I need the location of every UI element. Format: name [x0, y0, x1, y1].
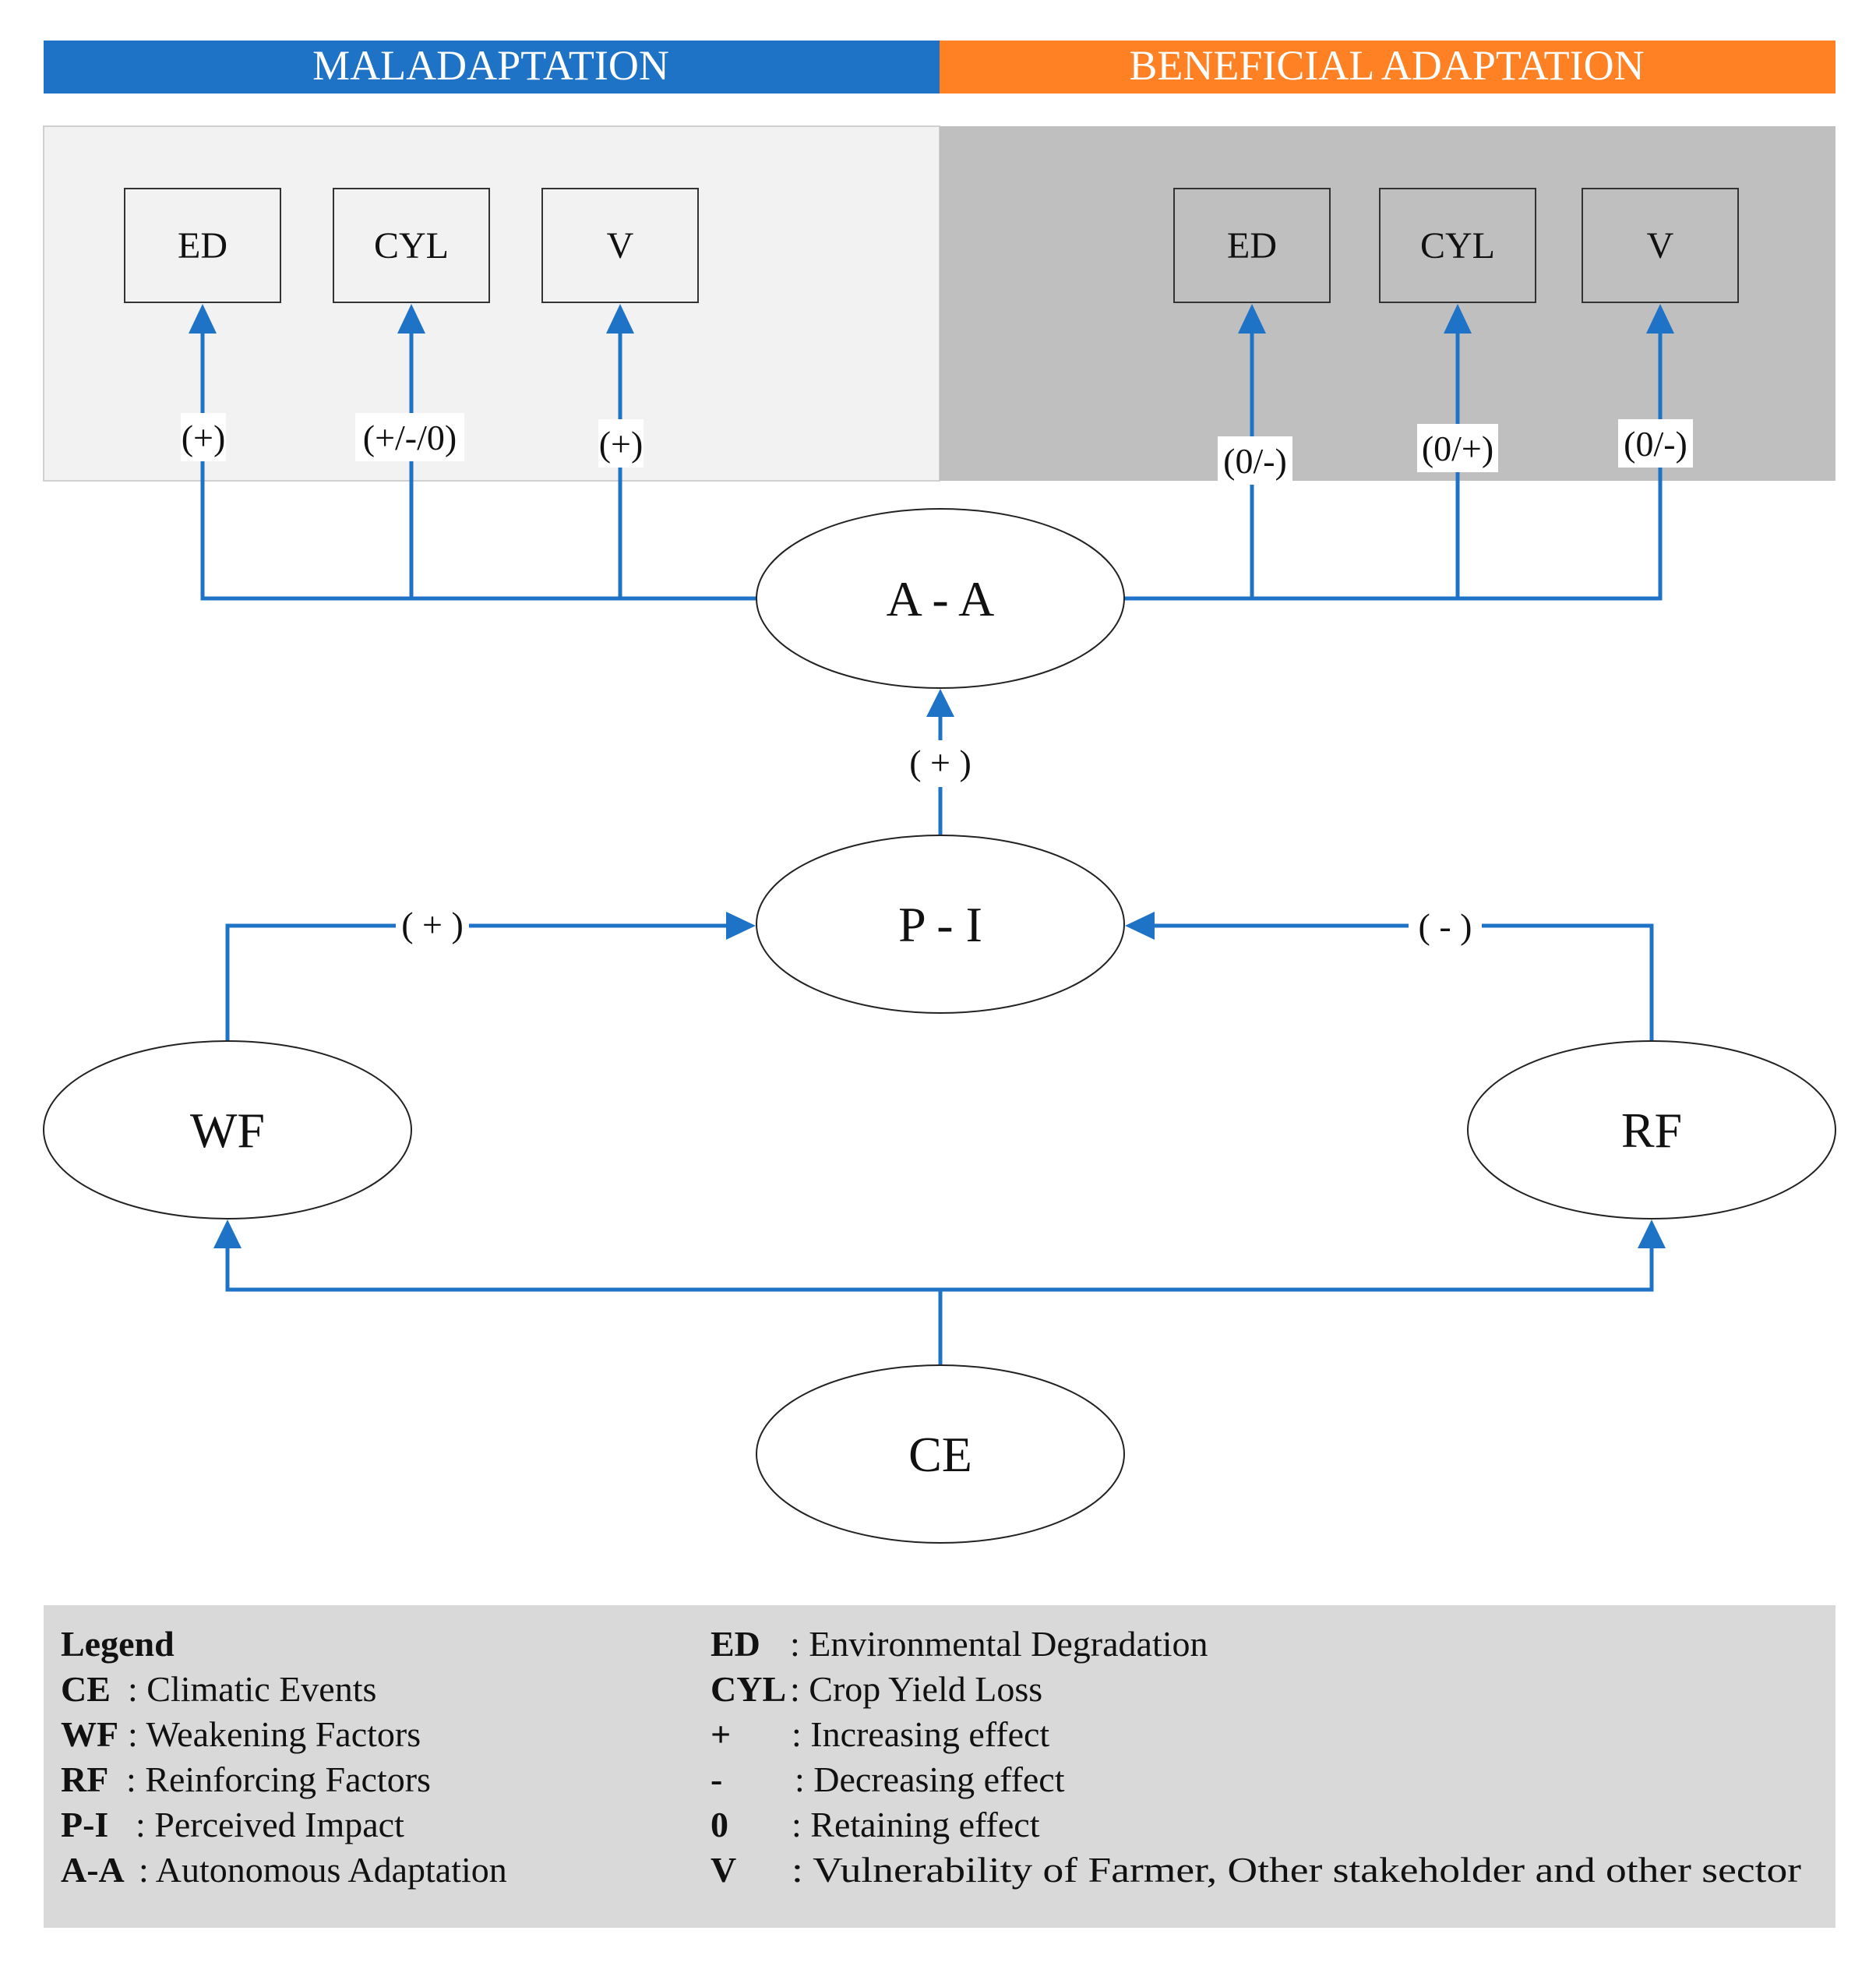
- node-rf-label: RF: [1621, 1103, 1682, 1158]
- edge-label-right-v: (0/-): [1624, 424, 1687, 464]
- beneficial-adaptation-banner: [940, 41, 1835, 94]
- node-ce: [756, 1364, 1125, 1544]
- legend-left-desc-2: : Reinforcing Factors: [126, 1759, 431, 1799]
- arrow-right-v: [1646, 304, 1674, 334]
- legend-left-key-0: CE: [61, 1669, 111, 1709]
- node-rf: [1467, 1040, 1836, 1219]
- arrow-left-ed: [189, 304, 217, 334]
- maladaptation-label: MALADAPTATION: [312, 42, 669, 89]
- beneficial-adaptation-label: BENEFICIAL ADAPTATION: [1129, 42, 1644, 89]
- legend-left-key-3: P-I: [61, 1805, 108, 1844]
- arrow-right-ed: [1238, 304, 1266, 334]
- legend-right-desc-0: : Environmental Degradation: [790, 1624, 1208, 1664]
- edge-label-wf-to-pi: ( + ): [401, 905, 464, 944]
- right-box-ed-label: ED: [1227, 225, 1277, 266]
- left-box-ed-label: ED: [178, 225, 227, 266]
- node-wf: [43, 1040, 412, 1219]
- ce-to-rf-line: [940, 1244, 1654, 1292]
- edge-label-rf-to-pi: ( - ): [1419, 906, 1472, 946]
- legend-right-key-1: CYL: [711, 1669, 786, 1709]
- node-wf-label: WF: [190, 1103, 265, 1158]
- node-ce-label: CE: [908, 1427, 972, 1482]
- legend-right-key-5: V: [711, 1850, 736, 1890]
- arrow-wf-to-pi: [726, 912, 756, 940]
- arrow-pi-to-aa: [926, 689, 954, 717]
- label-bg-wf-to-pi: [396, 902, 469, 949]
- ce-to-wf-line: [225, 1244, 940, 1292]
- left-box-v: [541, 188, 699, 303]
- label-bg-left-v: [598, 419, 644, 468]
- legend-right-desc-2: : Increasing effect: [792, 1714, 1049, 1754]
- legend-right-desc-4: : Retaining effect: [792, 1805, 1040, 1844]
- label-bg-pi-to-aa: [904, 740, 977, 787]
- legend-left-desc-0: : Climatic Events: [128, 1669, 376, 1709]
- legend-left-key-1: WF: [61, 1714, 118, 1754]
- maladaptation-banner: [44, 41, 940, 94]
- label-bg-right-v: [1618, 419, 1693, 468]
- arrow-rf-to-pi: [1125, 912, 1155, 940]
- right-box-cyl: [1379, 188, 1536, 303]
- legend-right-key-0: ED: [711, 1624, 760, 1664]
- arrow-left-cyl: [397, 304, 425, 334]
- edge-label-right-ed: (0/-): [1223, 441, 1287, 481]
- arrow-right-cyl: [1444, 304, 1472, 334]
- left-box-cyl-label: CYL: [374, 225, 449, 266]
- right-box-ed: [1173, 188, 1331, 303]
- arrow-left-v: [606, 304, 634, 334]
- legend-right-key-2: +: [711, 1714, 731, 1754]
- legend-right-desc-3: : Decreasing effect: [795, 1759, 1065, 1799]
- label-bg-right-ed: [1218, 436, 1292, 485]
- arrow-ce-to-rf: [1638, 1219, 1666, 1248]
- node-pi-label: P - I: [898, 897, 982, 952]
- node-aa: [756, 508, 1125, 689]
- legend-left-desc-1: : Weakening Factors: [128, 1714, 421, 1754]
- right-box-cyl-label: CYL: [1420, 225, 1495, 266]
- legend-title: Legend: [61, 1624, 175, 1664]
- arrow-ce-to-wf: [213, 1219, 242, 1248]
- left-box-ed: [124, 188, 281, 303]
- label-bg-left-ed: [181, 413, 226, 461]
- edge-label-left-ed: (+): [182, 418, 226, 457]
- node-pi: [756, 835, 1125, 1014]
- legend-left-desc-4: : Autonomous Adaptation: [139, 1850, 507, 1890]
- label-bg-rf-to-pi: [1409, 904, 1482, 951]
- legend-right-key-4: 0: [711, 1805, 728, 1844]
- legend-box: [44, 1605, 1835, 1928]
- beneficial-adaptation-panel: [940, 126, 1835, 481]
- legend-left-key-4: A-A: [61, 1850, 125, 1890]
- maladaptation-panel: [43, 125, 940, 482]
- edge-label-pi-to-aa: ( + ): [909, 743, 972, 782]
- legend-left-key-2: RF: [61, 1759, 108, 1799]
- wf-to-pi-line: [225, 923, 728, 1043]
- right-box-v: [1582, 188, 1739, 303]
- rf-to-pi-line: [1153, 923, 1654, 1043]
- label-bg-right-cyl: [1417, 424, 1498, 472]
- legend-right-key-3: -: [711, 1759, 722, 1799]
- node-aa-label: A - A: [887, 571, 995, 626]
- edge-label-left-v: (+): [599, 424, 644, 464]
- edge-label-left-cyl: (+/-/0): [363, 418, 457, 457]
- legend-right-desc-5: : Vulnerability of Farmer, Other stakeho…: [792, 1850, 1801, 1890]
- legend-left-desc-3: : Perceived Impact: [136, 1805, 404, 1844]
- left-box-cyl: [333, 188, 490, 303]
- label-bg-left-cyl: [355, 413, 464, 461]
- legend-right-desc-1: : Crop Yield Loss: [790, 1669, 1042, 1709]
- right-box-v-label: V: [1647, 225, 1674, 266]
- edge-label-right-cyl: (0/+): [1422, 429, 1493, 468]
- left-box-v-label: V: [607, 225, 634, 266]
